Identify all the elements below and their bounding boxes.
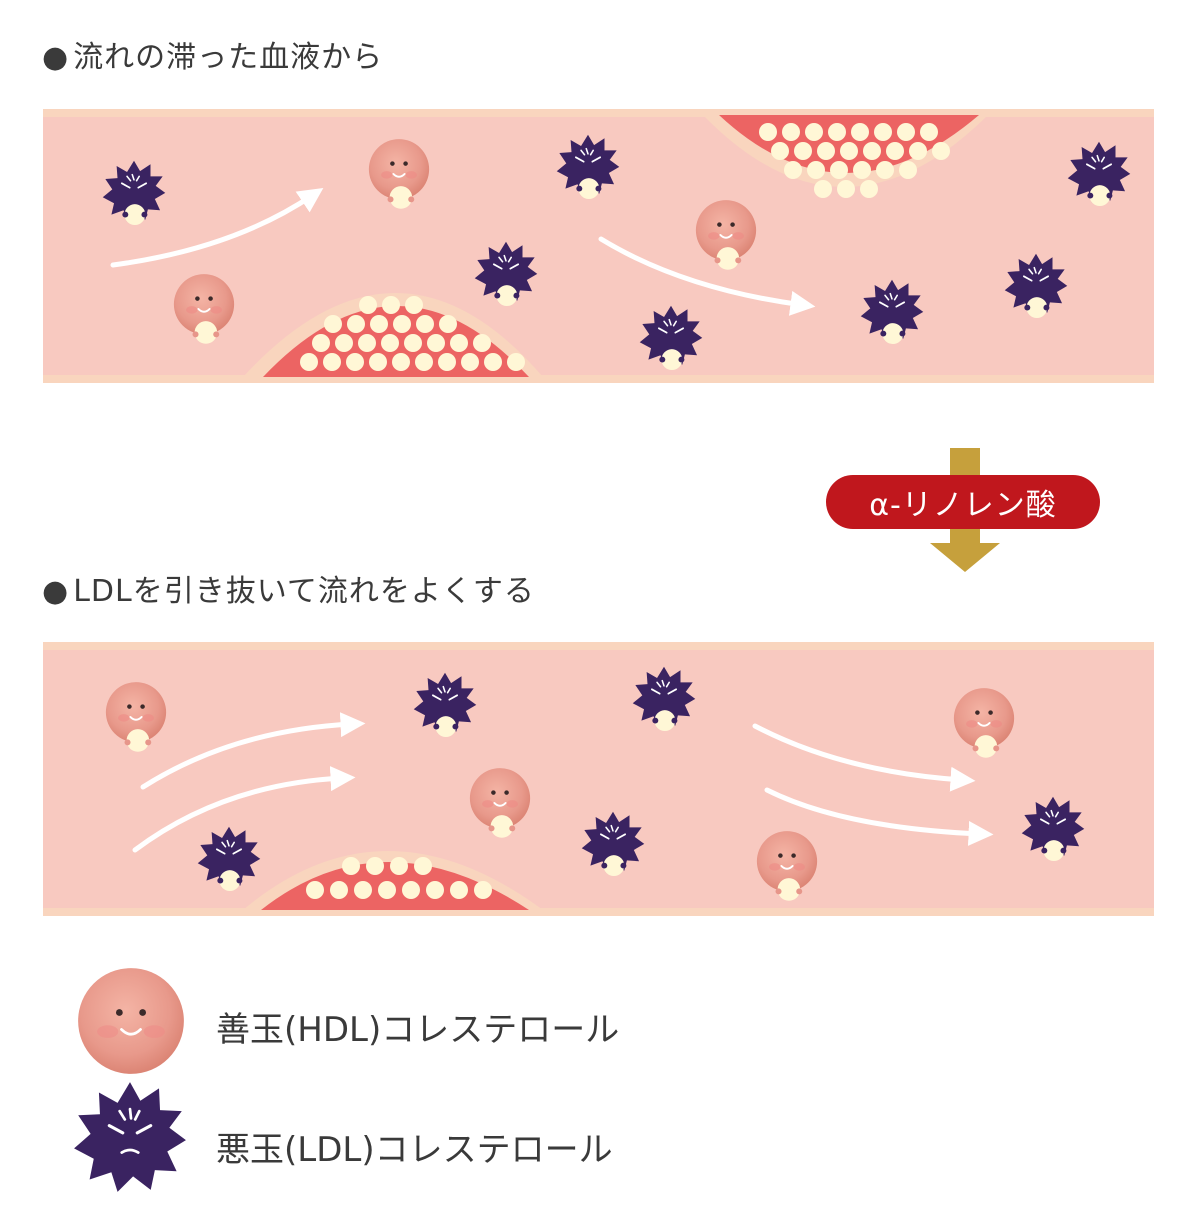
section-heading-stagnant: ●流れの滞った血液から [42, 40, 384, 75]
ldl-cholesterol-icon [74, 1082, 186, 1192]
alpha-linolenic-acid-badge: α-リノレン酸 [826, 475, 1100, 529]
plaque-bottom [243, 293, 543, 377]
transition-arrow: α-リノレン酸 [826, 448, 1104, 574]
flow-arrow [132, 766, 356, 853]
blood-vessel-improved [43, 642, 1154, 916]
legend-item-ldl: 悪玉(LDL)コレステロール [74, 1082, 776, 1196]
flow-arrow [140, 712, 366, 790]
legend-item-hdl: 善玉(HDL)コレステロール [76, 966, 776, 1076]
vessel-illustration-stagnant [43, 109, 1154, 383]
legend-label-ldl: 悪玉(LDL)コレステロール [216, 1130, 613, 1170]
flow-arrow [764, 787, 994, 846]
plaque-top [703, 115, 988, 198]
vessel-illustration-improved [43, 642, 1154, 916]
plaque-bottom [243, 851, 543, 910]
hdl-cholesterol-icon [78, 968, 184, 1074]
legend-label-hdl: 善玉(HDL)コレステロール [216, 1010, 620, 1050]
blood-vessel-stagnant [43, 109, 1154, 383]
section-heading-improved: ●LDLを引き抜いて流れをよくする [42, 574, 535, 609]
flow-arrow [752, 723, 976, 792]
flow-arrow [598, 236, 816, 316]
flow-arrow [110, 188, 324, 268]
